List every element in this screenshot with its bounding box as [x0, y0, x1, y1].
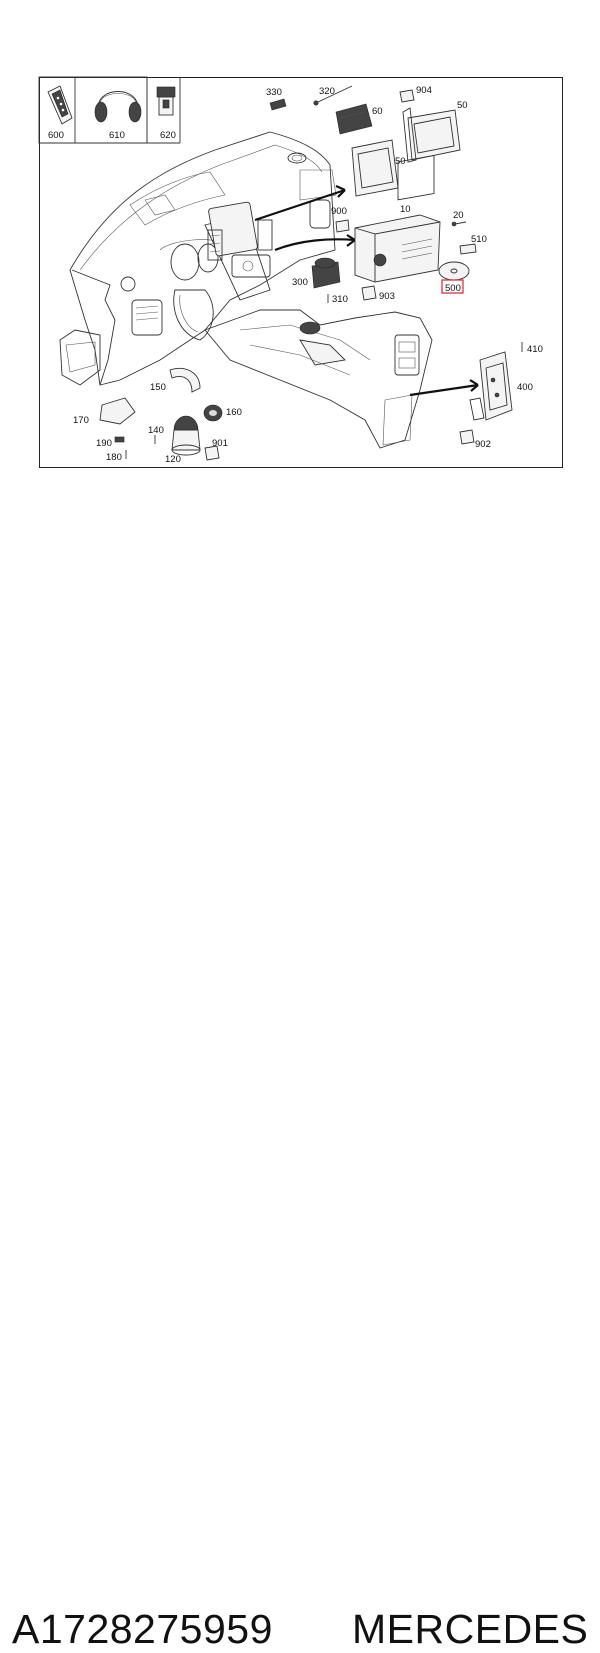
- part-903-icon[interactable]: [361, 285, 377, 301]
- callout-120[interactable]: 120: [165, 454, 181, 465]
- footer: A1728275959 MERCEDES: [0, 800, 600, 1652]
- callout-904[interactable]: 904: [416, 85, 432, 96]
- callout-190[interactable]: 190: [96, 438, 112, 449]
- callout-300[interactable]: 300: [292, 277, 308, 288]
- part-120-speaker[interactable]: [171, 415, 201, 456]
- part-190-clip[interactable]: [114, 436, 125, 443]
- callout-610[interactable]: 610: [109, 130, 125, 141]
- callout-903[interactable]: 903: [379, 291, 395, 302]
- remote-control-icon[interactable]: [47, 85, 73, 125]
- usb-adapter-icon[interactable]: [156, 86, 176, 116]
- part-320-icon[interactable]: [313, 85, 353, 106]
- center-console-illustration: [204, 309, 433, 449]
- callout-902[interactable]: 902: [475, 439, 491, 450]
- callout-510[interactable]: 510: [471, 234, 487, 245]
- part-60-icon[interactable]: [335, 103, 373, 135]
- callout-170[interactable]: 170: [73, 415, 89, 426]
- part-300-controller[interactable]: [311, 257, 341, 289]
- part-510-label[interactable]: [459, 243, 477, 255]
- callout-600[interactable]: 600: [48, 130, 64, 141]
- part-20-screw[interactable]: [451, 221, 467, 227]
- callout-901[interactable]: 901: [212, 438, 228, 449]
- callout-180[interactable]: 180: [106, 452, 122, 463]
- callout-310[interactable]: 310: [332, 294, 348, 305]
- callout-60[interactable]: 60: [372, 106, 383, 117]
- part-500-disc[interactable]: [438, 261, 470, 281]
- callout-320[interactable]: 320: [319, 86, 335, 97]
- headphones-icon[interactable]: [94, 91, 142, 123]
- parts-diagram: 600 610 620: [38, 76, 543, 465]
- callout-20[interactable]: 20: [453, 210, 464, 221]
- callout-150[interactable]: 150: [150, 382, 166, 393]
- part-330-icon[interactable]: [269, 98, 287, 111]
- accessory-panel: [38, 76, 181, 144]
- part-50-upper-display[interactable]: [402, 107, 461, 163]
- callout-500[interactable]: 500: [445, 283, 461, 294]
- part-904-icon[interactable]: [399, 89, 415, 103]
- part-50-display[interactable]: [351, 139, 399, 197]
- part-150-bracket[interactable]: [169, 368, 201, 393]
- pointer-arrows: [254, 184, 479, 397]
- callout-410[interactable]: 410: [527, 344, 543, 355]
- dashboard-illustration: [59, 131, 337, 386]
- callout-140[interactable]: 140: [148, 425, 164, 436]
- callout-330[interactable]: 330: [266, 87, 282, 98]
- part-902-icon[interactable]: [459, 429, 475, 445]
- callout-50-top[interactable]: 50: [457, 100, 468, 111]
- callout-900[interactable]: 900: [331, 206, 347, 217]
- part-160-ring[interactable]: [203, 404, 223, 422]
- callout-400[interactable]: 400: [517, 382, 533, 393]
- callout-10[interactable]: 10: [400, 204, 411, 215]
- part-900-icon[interactable]: [335, 219, 350, 233]
- callout-500-highlight: [441, 279, 464, 294]
- part-901-icon[interactable]: [204, 445, 220, 461]
- callout-160[interactable]: 160: [226, 407, 242, 418]
- part-10-head-unit[interactable]: [354, 154, 441, 283]
- part-400-rear-unit[interactable]: [469, 351, 513, 421]
- part-number: A1728275959: [12, 1606, 273, 1652]
- callout-620[interactable]: 620: [160, 130, 176, 141]
- part-170-cover[interactable]: [99, 397, 136, 425]
- brand-name: MERCEDES: [352, 1606, 589, 1652]
